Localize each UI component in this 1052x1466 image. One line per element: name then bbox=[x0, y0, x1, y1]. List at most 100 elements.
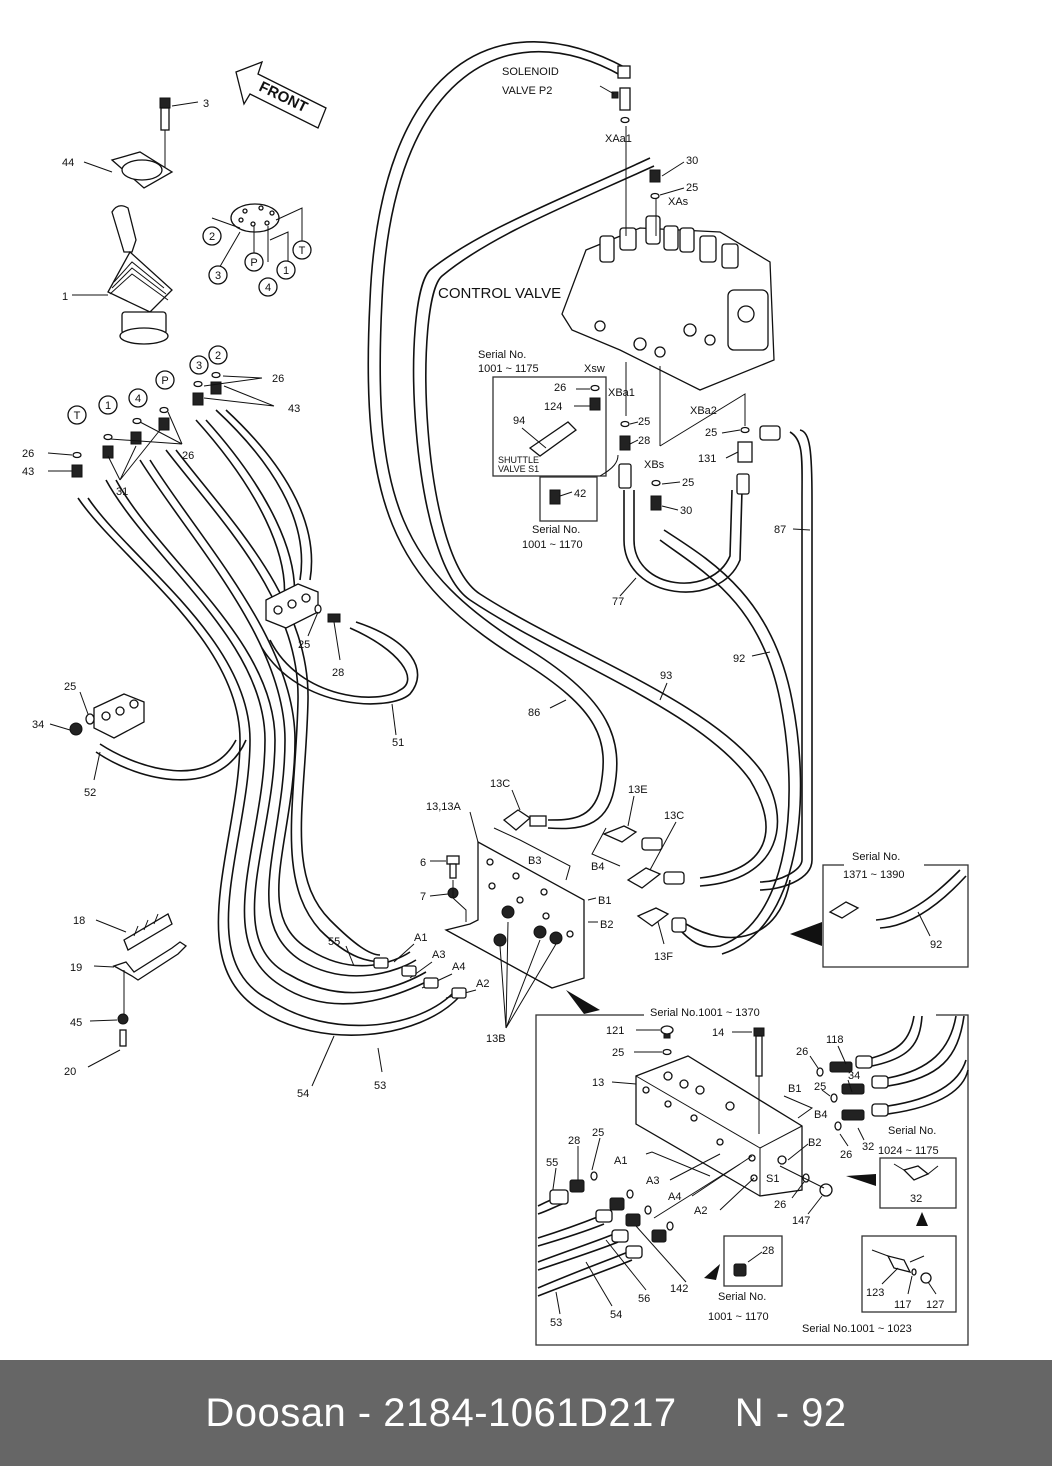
part-number: 93 bbox=[660, 670, 672, 682]
part-number: 26 bbox=[182, 450, 194, 462]
elbow-fittings: 13C 13E 13C 13F bbox=[490, 778, 791, 963]
port-circle: P bbox=[155, 370, 175, 390]
front-arrow-icon: FRONT bbox=[235, 60, 327, 129]
solenoid-valve-label: SOLENOID bbox=[502, 66, 559, 78]
part-number: 25 bbox=[612, 1047, 624, 1059]
svg-text:1001 ~ 1170: 1001 ~ 1170 bbox=[522, 539, 583, 551]
part-number: 13F bbox=[654, 951, 673, 963]
xb-port-fittings: XBa1 25 28 XBa2 XBs 25 30 25 131 bbox=[608, 362, 781, 517]
bracket-13: 13,13A 6 7 13B bbox=[420, 801, 585, 1045]
part-number: 26 bbox=[840, 1149, 852, 1161]
long-hoses bbox=[367, 41, 813, 955]
svg-text:Serial No.: Serial No. bbox=[532, 524, 580, 536]
part-number: 14 bbox=[712, 1027, 724, 1039]
part-number: 53 bbox=[374, 1080, 386, 1092]
footer-bar: Doosan - 2184-1061D217 N - 92 bbox=[0, 1360, 1052, 1466]
port-label: A2 bbox=[476, 978, 489, 990]
port-label: A1 bbox=[414, 932, 427, 944]
port-circle: T bbox=[67, 405, 87, 425]
part-number: 123 bbox=[866, 1287, 884, 1299]
solenoid-valve-p2: SOLENOID VALVE P2 bbox=[502, 65, 631, 124]
part-number: 25 bbox=[682, 477, 694, 489]
port-label: B2 bbox=[600, 919, 613, 931]
svg-text:SHUTTLE: SHUTTLE bbox=[498, 455, 539, 465]
part-number: 28 bbox=[332, 667, 344, 679]
part-number: 77 bbox=[612, 596, 624, 608]
svg-text:T: T bbox=[74, 410, 81, 422]
part-number: 13,13A bbox=[426, 801, 462, 813]
port-label: A3 bbox=[646, 1175, 659, 1187]
part-number: 30 bbox=[680, 505, 692, 517]
port-circle: P bbox=[244, 252, 264, 272]
port-circle: 1 bbox=[276, 260, 296, 280]
part-number: 25 bbox=[814, 1081, 826, 1093]
port-label: A2 bbox=[694, 1205, 707, 1217]
part-number: 54 bbox=[297, 1088, 309, 1100]
part-number: 52 bbox=[84, 787, 96, 799]
part-number: 13 bbox=[592, 1077, 604, 1089]
svg-text:1001 ~ 1175: 1001 ~ 1175 bbox=[478, 363, 539, 375]
part-number: 121 bbox=[606, 1025, 624, 1037]
shuttle-valve-inset: Serial No. 1001 ~ 1175 Xsw 26 124 94 SHU… bbox=[478, 349, 607, 477]
port-label: XAs bbox=[668, 196, 689, 208]
part-number: 26 bbox=[272, 373, 284, 385]
part-number: 13B bbox=[486, 1033, 506, 1045]
svg-text:Serial No.1001 ~ 1023: Serial No.1001 ~ 1023 bbox=[802, 1323, 912, 1335]
joystick-port-fittings: T 1 4 P 3 2 26 43 26 31 26 43 bbox=[22, 345, 300, 498]
part-number: 42 bbox=[574, 488, 586, 500]
part-number: 19 bbox=[70, 962, 82, 974]
control-valve-label: CONTROL VALVE bbox=[438, 285, 561, 302]
fitting-42-inset: 42 Serial No. 1001 ~ 1170 bbox=[522, 454, 619, 551]
footer-separator: - bbox=[346, 1390, 384, 1435]
part-number: 56 bbox=[638, 1293, 650, 1305]
serial-inset-1371-1390: Serial No. 1371 ~ 1390 92 bbox=[790, 851, 969, 968]
part-number: 127 bbox=[926, 1299, 944, 1311]
part-number: 26 bbox=[774, 1199, 786, 1211]
control-valve: XAa1 XAs CONTROL VALVE 30 25 bbox=[438, 126, 775, 391]
port-label: A4 bbox=[452, 961, 465, 973]
part-number: 51 bbox=[392, 737, 404, 749]
part-number: 53 bbox=[550, 1317, 562, 1329]
hose-clamp-parts: 18 19 45 20 bbox=[64, 913, 188, 1078]
part-number: 25 bbox=[686, 182, 698, 194]
part-number: 25 bbox=[298, 639, 310, 651]
bracket-port-labels: B3 B4 B1 B2 A1 A3 A4 A2 bbox=[373, 827, 621, 999]
serial-inset-1001-1370: Serial No.1001 ~ 1370 13 121 25 14 B1 B4 bbox=[535, 990, 969, 1346]
part-number: 55 bbox=[328, 936, 340, 948]
solenoid-valve-label: VALVE P2 bbox=[502, 85, 552, 97]
port-label: XBa1 bbox=[608, 387, 635, 399]
svg-text:4: 4 bbox=[135, 393, 141, 405]
part-number: 28 bbox=[762, 1245, 774, 1257]
part-number: 54 bbox=[610, 1309, 622, 1321]
part-number: 13C bbox=[664, 810, 684, 822]
footer-brand: Doosan bbox=[205, 1390, 347, 1435]
part-number: 3 bbox=[203, 98, 209, 110]
svg-text:4: 4 bbox=[265, 282, 271, 294]
hose-numbers-lower-left: 55 54 53 bbox=[297, 936, 386, 1100]
port-label: B1 bbox=[788, 1083, 801, 1095]
part-number: 25 bbox=[705, 427, 717, 439]
svg-text:3: 3 bbox=[196, 360, 202, 372]
part-number: 43 bbox=[22, 466, 34, 478]
part-number: 92 bbox=[930, 939, 942, 951]
port-circle: 2 bbox=[202, 226, 222, 246]
svg-text:1371 ~ 1390: 1371 ~ 1390 bbox=[843, 869, 904, 881]
part-number: 147 bbox=[792, 1215, 810, 1227]
parts-diagram: FRONT 3 44 1 2 3 P 4 1 T bbox=[22, 41, 969, 1346]
svg-text:1001 ~ 1170: 1001 ~ 1170 bbox=[708, 1311, 769, 1323]
svg-text:1: 1 bbox=[105, 400, 111, 412]
bolt-3: 3 bbox=[159, 97, 209, 170]
manifold-block-upper: 25 28 51 bbox=[261, 583, 419, 749]
part-number: 28 bbox=[638, 435, 650, 447]
svg-text:Serial No.: Serial No. bbox=[718, 1291, 766, 1303]
pilot-hose-bundle bbox=[77, 409, 461, 1036]
part-number: 45 bbox=[70, 1017, 82, 1029]
port-label: B4 bbox=[814, 1109, 827, 1121]
part-number: 142 bbox=[670, 1283, 688, 1295]
hose-labels: 87 77 92 93 86 bbox=[528, 524, 811, 719]
port-circle: 4 bbox=[258, 277, 278, 297]
part-number: 94 bbox=[513, 415, 525, 427]
svg-text:Serial No.: Serial No. bbox=[888, 1125, 936, 1137]
footer-part-number: 2184-1061D217 bbox=[383, 1390, 677, 1435]
part-number: 6 bbox=[420, 857, 426, 869]
